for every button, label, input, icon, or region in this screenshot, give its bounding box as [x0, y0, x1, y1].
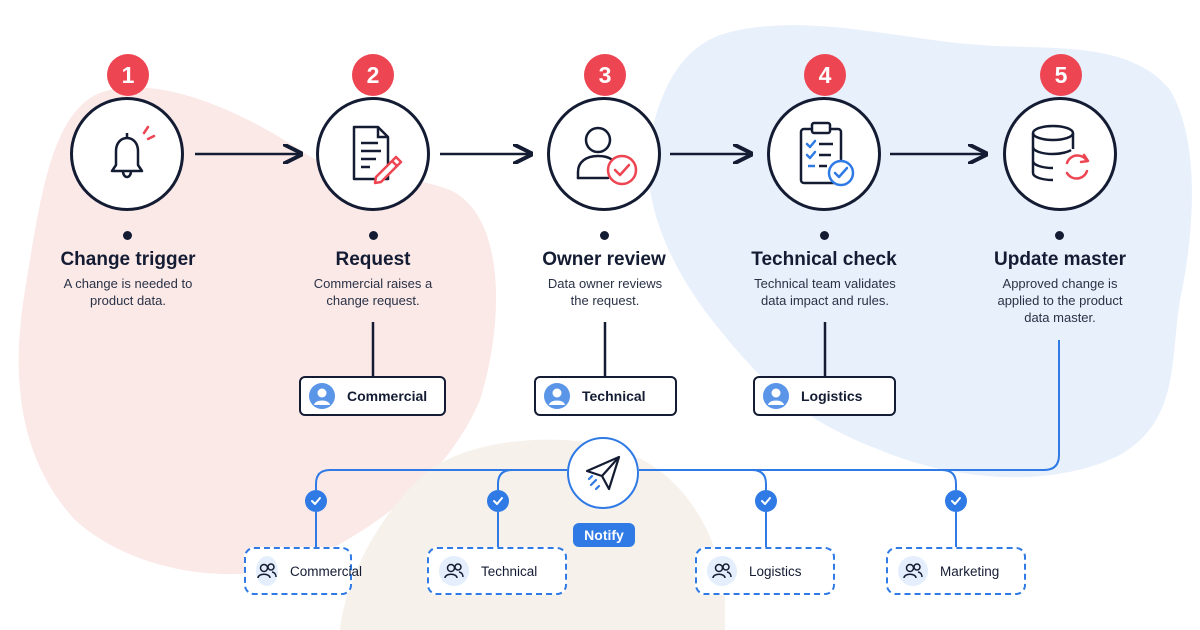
user-check-icon: [576, 126, 638, 186]
branch-logistics: [639, 469, 767, 490]
recipient-label: Technical: [481, 563, 538, 579]
check-icon-technical: [487, 490, 509, 512]
step-2-description: Commercial raises a change request.: [313, 276, 433, 308]
step-5-badge: 5: [1040, 54, 1082, 96]
step-1-description: A change is needed to product data.: [63, 276, 193, 308]
users-icon: [707, 556, 737, 586]
step-5-title: Update master: [994, 249, 1126, 270]
step-4-title: Technical check: [751, 249, 897, 270]
paper-plane-icon: [585, 455, 621, 491]
recipient-technical: Technical: [427, 547, 567, 595]
recipient-label: Marketing: [940, 563, 1000, 579]
users-icon: [256, 556, 278, 586]
step-2-title: Request: [335, 249, 411, 270]
role-label: Technical: [582, 388, 646, 404]
clipboard-checklist-icon: [799, 121, 855, 187]
step-2-circle: [316, 97, 430, 211]
recipient-commercial: Commercial: [244, 547, 362, 595]
recipient-label: Commercial: [290, 563, 363, 579]
step-5-dot: [1055, 231, 1064, 240]
step-1-dot: [123, 231, 132, 240]
update-to-notify-line: [639, 340, 1060, 471]
step-3-badge: 3: [584, 54, 626, 96]
users-icon: [898, 556, 928, 586]
step-5-circle: [1003, 97, 1117, 211]
check-icon-commercial: [305, 490, 327, 512]
notify-label: Notify: [573, 523, 635, 547]
branch-technical: [497, 469, 513, 490]
step-5-description: Approved change is applied to the produc…: [997, 276, 1123, 325]
role-box-technical: Technical: [534, 376, 677, 416]
step-4-circle: [767, 97, 881, 211]
step-4-description: Technical team validates data impact and…: [754, 276, 896, 308]
user-avatar-icon: [309, 383, 335, 409]
bell-icon: [110, 125, 156, 179]
role-label: Logistics: [801, 388, 863, 404]
check-icon-logistics: [755, 490, 777, 512]
document-pencil-icon: [352, 125, 403, 185]
recipient-label: Logistics: [749, 563, 802, 579]
step-3-description: Data owner reviews the request.: [547, 276, 663, 308]
users-icon: [439, 556, 469, 586]
step-1-badge: 1: [107, 54, 149, 96]
step-3-title: Owner review: [542, 249, 666, 270]
role-box-logistics: Logistics: [753, 376, 896, 416]
recipient-logistics: Logistics: [695, 547, 835, 595]
notify-branch-line: [315, 469, 567, 490]
notify-circle: [567, 437, 639, 509]
role-label: Commercial: [347, 388, 428, 404]
step-3-dot: [600, 231, 609, 240]
database-sync-icon: [1031, 124, 1091, 182]
check-icon-marketing: [945, 490, 967, 512]
step-4-badge: 4: [804, 54, 846, 96]
step-1-circle: [70, 97, 184, 211]
step-4-dot: [820, 231, 829, 240]
step-2-dot: [369, 231, 378, 240]
user-avatar-icon: [544, 383, 570, 409]
user-avatar-icon: [763, 383, 789, 409]
recipient-marketing: Marketing: [886, 547, 1026, 595]
step-2-badge: 2: [352, 54, 394, 96]
role-box-commercial: Commercial: [299, 376, 446, 416]
step-1-title: Change trigger: [60, 249, 196, 270]
branch-marketing: [900, 469, 957, 490]
step-3-circle: [547, 97, 661, 211]
